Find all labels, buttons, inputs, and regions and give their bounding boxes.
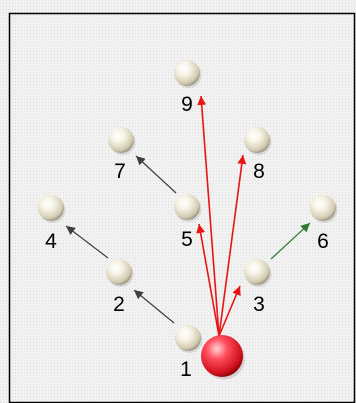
object-ball xyxy=(38,195,64,221)
ball-label-8: 8 xyxy=(253,160,265,183)
cue-ball-body xyxy=(201,335,243,377)
arrow-1-to-2 xyxy=(133,289,175,324)
ball-4: 4 xyxy=(38,195,66,253)
ball-label-3: 3 xyxy=(253,293,265,316)
arrow-cue-to-8 xyxy=(218,154,247,337)
ball-label-1: 1 xyxy=(180,358,192,381)
arrow-cue-to-3 xyxy=(218,285,241,337)
ball-layer: 1 2 3 4 5 6 7 8 9 xyxy=(38,60,338,381)
ball-label-6: 6 xyxy=(317,230,329,253)
object-ball xyxy=(175,325,201,351)
object-ball xyxy=(244,259,270,285)
ball-6: 6 xyxy=(310,195,338,253)
object-ball xyxy=(174,60,200,86)
ball-label-5: 5 xyxy=(181,228,193,251)
arrow-cue-to-5 xyxy=(196,223,220,337)
object-ball xyxy=(244,127,270,153)
ball-label-7: 7 xyxy=(114,160,126,183)
object-ball xyxy=(106,259,132,285)
ball-3: 3 xyxy=(244,259,272,316)
ball-label-9: 9 xyxy=(181,93,193,116)
ball-7: 7 xyxy=(108,127,136,183)
cue-ball xyxy=(201,335,245,380)
ball-9: 9 xyxy=(174,60,202,116)
object-ball xyxy=(108,127,134,153)
arrow-3-to-6 xyxy=(270,222,311,260)
ball-8: 8 xyxy=(244,127,272,183)
ball-5: 5 xyxy=(174,194,202,251)
arrow-2-to-4 xyxy=(65,225,109,259)
ball-2: 2 xyxy=(106,259,134,316)
arrow-5-to-7 xyxy=(135,155,177,194)
object-ball xyxy=(174,194,200,220)
arrow-cue-to-9 xyxy=(197,95,220,337)
object-ball xyxy=(310,195,336,221)
arrow-layer xyxy=(65,95,311,337)
ball-1: 1 xyxy=(175,325,203,381)
ball-label-4: 4 xyxy=(45,230,57,253)
ball-label-2: 2 xyxy=(113,293,125,316)
